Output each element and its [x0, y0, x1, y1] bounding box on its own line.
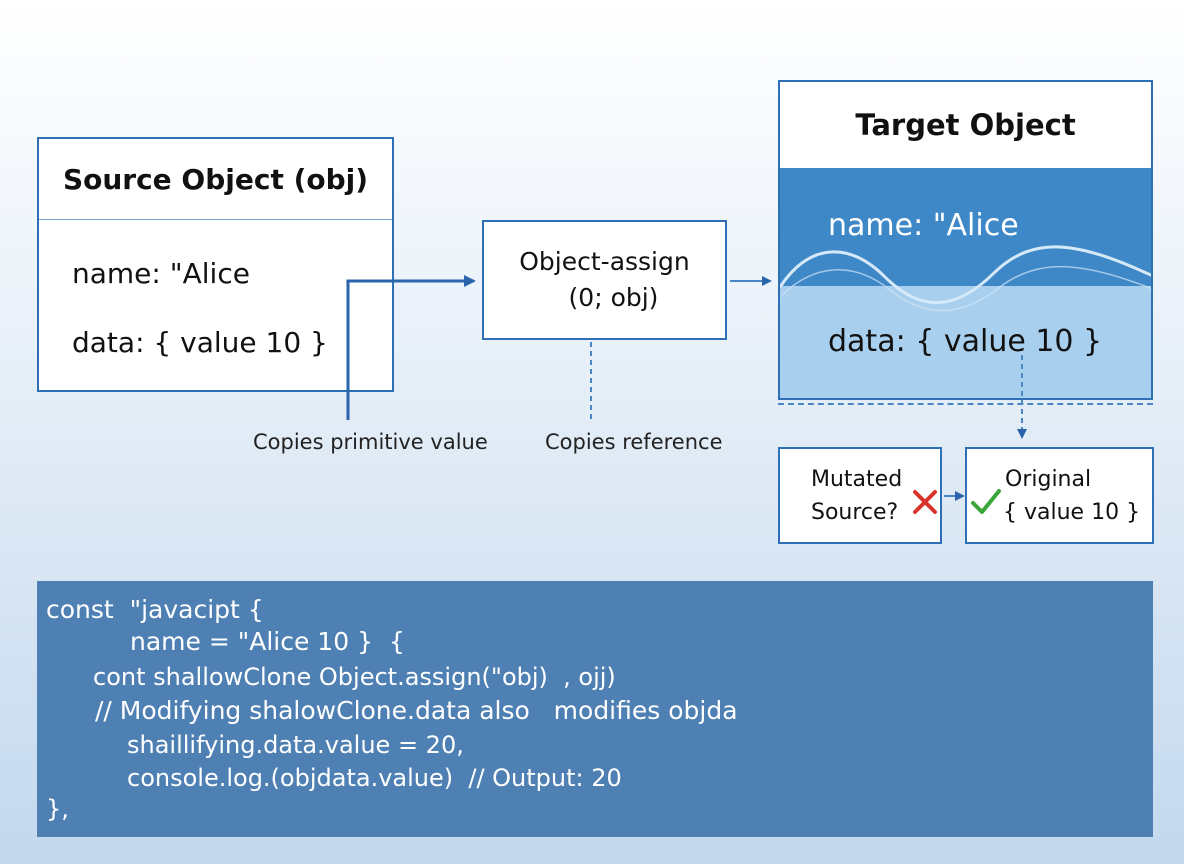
- target-object-title: Target Object: [780, 82, 1151, 168]
- source-object-box: Source Object (obj) name: "Alice data: {…: [37, 137, 394, 392]
- source-object-title: Source Object (obj): [39, 139, 392, 220]
- source-data-field: data: { value 10 }: [72, 326, 328, 359]
- target-name-field: name: "Alice: [828, 208, 1019, 243]
- target-data-field: data: { value 10 }: [828, 324, 1103, 359]
- code-line: shaillifying.data.value = 20,: [127, 731, 464, 759]
- wave-decoration: [780, 245, 1151, 312]
- object-assign-box: Object-assign (0; obj): [482, 220, 727, 340]
- object-assign-label: Object-assign: [519, 247, 690, 276]
- target-dashed-edge: [778, 403, 1153, 405]
- check-icon: [971, 489, 1001, 514]
- code-line: const "javacipt {: [46, 595, 264, 624]
- copies-reference-caption: Copies reference: [545, 430, 723, 454]
- cross-icon: [913, 490, 937, 514]
- original-box: Original { value 10 }: [965, 447, 1154, 544]
- target-object-box: Target Object name: "Alice data: { value…: [778, 80, 1153, 400]
- copies-primitive-caption: Copies primitive value: [253, 430, 488, 454]
- target-data-band: [780, 286, 1151, 398]
- mutated-label: Mutated: [811, 467, 903, 492]
- code-line: name = "Alice 10 } {: [130, 627, 405, 656]
- target-name-band: [780, 168, 1151, 286]
- code-line: cont shallowClone Object.assign("obj) , …: [93, 663, 616, 691]
- mutated-source-label: Source?: [811, 500, 899, 525]
- source-name-field: name: "Alice: [72, 257, 250, 290]
- object-assign-args: (0; obj): [568, 283, 659, 312]
- code-line: // Modifying shalowClone.data also modif…: [95, 696, 738, 725]
- code-panel: const "javacipt { name = "Alice 10 } { c…: [37, 581, 1153, 837]
- code-line: console.log.(objdata.value) // Output: 2…: [127, 764, 622, 792]
- code-line: },: [46, 795, 69, 823]
- original-value: { value 10 }: [1003, 500, 1141, 525]
- mutated-source-box: Mutated Source?: [778, 447, 942, 544]
- original-label: Original: [1005, 467, 1092, 492]
